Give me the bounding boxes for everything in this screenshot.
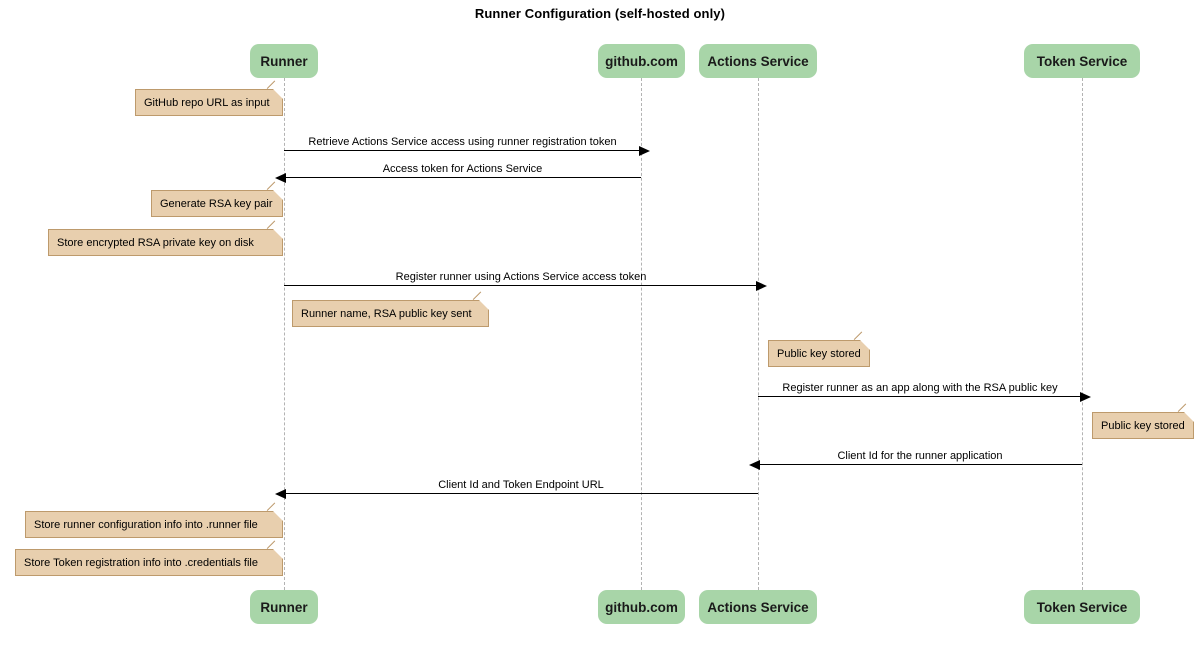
message-2: Access token for Actions Service bbox=[275, 163, 641, 183]
arrowhead-left-icon bbox=[749, 460, 760, 470]
note-text: Store Token registration info into .cred… bbox=[24, 557, 258, 569]
participant-label: github.com bbox=[605, 599, 678, 615]
message-3: Register runner using Actions Service ac… bbox=[284, 271, 767, 291]
message-label: Access token for Actions Service bbox=[382, 163, 543, 175]
note-6: Public key stored bbox=[1092, 403, 1194, 439]
arrowhead-right-icon bbox=[1080, 392, 1091, 402]
participant-label: Actions Service bbox=[707, 599, 809, 615]
lifeline-github bbox=[641, 78, 642, 590]
participant-runner-top[interactable]: Runner bbox=[250, 44, 318, 78]
note-3: Store encrypted RSA private key on disk bbox=[48, 220, 283, 256]
note-fold-icon bbox=[860, 340, 870, 350]
note-fold-icon bbox=[1184, 412, 1194, 422]
note-fold-icon bbox=[479, 300, 489, 310]
note-4: Runner name, RSA public key sent bbox=[292, 291, 489, 327]
note-7: Store runner configuration info into .ru… bbox=[25, 502, 283, 538]
participant-actions-top[interactable]: Actions Service bbox=[699, 44, 817, 78]
participant-github-bottom[interactable]: github.com bbox=[598, 590, 685, 624]
message-label: Client Id and Token Endpoint URL bbox=[438, 479, 604, 491]
message-label: Client Id for the runner application bbox=[837, 450, 1003, 462]
participant-label: Runner bbox=[260, 53, 308, 69]
note-fold-icon bbox=[273, 549, 283, 559]
note-fold-icon bbox=[273, 190, 283, 200]
participant-runner-bottom[interactable]: Runner bbox=[250, 590, 318, 624]
note-5: Public key stored bbox=[768, 331, 870, 367]
note-text: Store encrypted RSA private key on disk bbox=[57, 237, 254, 249]
participant-label: Runner bbox=[260, 599, 308, 615]
participant-token-top[interactable]: Token Service bbox=[1024, 44, 1140, 78]
diagram-title: Runner Configuration (self-hosted only) bbox=[474, 6, 726, 21]
note-text: Generate RSA key pair bbox=[160, 198, 273, 210]
participant-label: Actions Service bbox=[707, 53, 809, 69]
note-8: Store Token registration info into .cred… bbox=[15, 540, 283, 576]
message-6: Client Id and Token Endpoint URL bbox=[275, 479, 758, 499]
message-label: Retrieve Actions Service access using ru… bbox=[308, 136, 617, 148]
note-fold-icon bbox=[273, 511, 283, 521]
participant-label: Token Service bbox=[1036, 53, 1128, 69]
note-fold-icon bbox=[273, 89, 283, 99]
arrowhead-right-icon bbox=[639, 146, 650, 156]
participant-token-bottom[interactable]: Token Service bbox=[1024, 590, 1140, 624]
message-1: Retrieve Actions Service access using ru… bbox=[284, 136, 650, 156]
arrowhead-left-icon bbox=[275, 489, 286, 499]
lifeline-token bbox=[1082, 78, 1083, 590]
lifeline-runner bbox=[284, 78, 285, 590]
lifeline-actions bbox=[758, 78, 759, 590]
note-fold-icon bbox=[273, 229, 283, 239]
participant-label: Token Service bbox=[1036, 599, 1128, 615]
message-label: Register runner as an app along with the… bbox=[782, 382, 1058, 394]
message-4: Register runner as an app along with the… bbox=[758, 382, 1091, 402]
participant-actions-bottom[interactable]: Actions Service bbox=[699, 590, 817, 624]
arrowhead-right-icon bbox=[756, 281, 767, 291]
note-text: Runner name, RSA public key sent bbox=[301, 308, 472, 320]
participant-github-top[interactable]: github.com bbox=[598, 44, 685, 78]
arrowhead-left-icon bbox=[275, 173, 286, 183]
note-text: Store runner configuration info into .ru… bbox=[34, 519, 258, 531]
message-label: Register runner using Actions Service ac… bbox=[395, 271, 647, 283]
note-1: GitHub repo URL as input bbox=[135, 80, 283, 116]
message-5: Client Id for the runner application bbox=[749, 450, 1082, 470]
note-2: Generate RSA key pair bbox=[151, 181, 283, 217]
note-text: Public key stored bbox=[777, 348, 861, 360]
note-text: GitHub repo URL as input bbox=[144, 97, 270, 109]
note-text: Public key stored bbox=[1101, 420, 1185, 432]
participant-label: github.com bbox=[605, 53, 678, 69]
